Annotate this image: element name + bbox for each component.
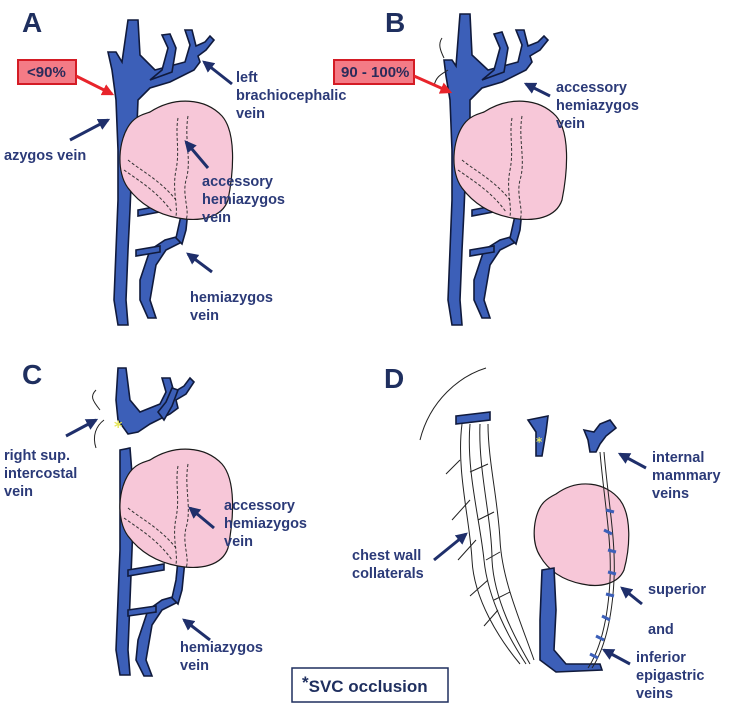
arrow <box>186 252 213 274</box>
label-superior: superior <box>648 582 706 598</box>
heart <box>453 100 568 221</box>
label-azygos-vein: azygos vein <box>4 148 86 164</box>
arrow <box>188 506 215 530</box>
label-accessory-hemiazygos-vein: accessory hemiazygos vein <box>224 498 311 550</box>
arrow <box>601 648 631 666</box>
arrow <box>184 140 210 169</box>
label-left-brachiocephalic-vein: left brachiocephalic vein <box>236 70 350 122</box>
label-inferior-epigastric-veins: inferior epigastric veins <box>636 650 709 702</box>
heart <box>119 100 234 221</box>
vein-ivc <box>539 567 604 673</box>
panel-c: C * right sup. intercostal vein accessor… <box>4 359 311 677</box>
label-hemiazygos-vein: hemiazygos vein <box>190 290 277 324</box>
label-chest-wall-collaterals: chest wall collaterals <box>352 548 425 582</box>
vein-stump <box>526 414 549 457</box>
arrow <box>182 618 211 642</box>
arrow <box>433 532 468 562</box>
arrow <box>523 82 551 98</box>
label-internal-mammary-veins: internal mammary veins <box>652 450 725 502</box>
panel-d: D * internal mammary veins <box>352 363 725 702</box>
legend-box <box>291 667 449 703</box>
arrow <box>617 452 647 470</box>
heart <box>533 483 630 587</box>
heart <box>119 448 234 569</box>
red-arrow <box>413 74 453 94</box>
panel-letter: C <box>22 359 42 390</box>
legend-label: *SVC occlusion <box>302 673 428 696</box>
vein-stump <box>582 419 618 453</box>
arrow <box>202 60 233 86</box>
panel-b: B 90 - 100% accessory hemiazygos vein <box>333 7 643 326</box>
panel-a: A <90% left brachiocephalic vein <box>4 7 350 326</box>
label-hemiazygos-vein: hemiazygos vein <box>180 640 267 674</box>
label-and: and <box>648 622 674 638</box>
red-arrow <box>75 74 115 96</box>
arrow <box>620 586 643 606</box>
percent-badge <box>17 59 77 85</box>
panel-letter: D <box>384 363 404 394</box>
arrow <box>69 118 111 142</box>
label-right-sup-intercostal-vein: right sup. intercostal vein <box>4 448 81 500</box>
legend: *SVC occlusion <box>291 667 449 703</box>
panel-letter: A <box>22 7 42 38</box>
percent-label: <90% <box>27 64 66 81</box>
label-accessory-hemiazygos-vein: accessory hemiazygos vein <box>556 80 643 132</box>
label-accessory-hemiazygos-vein: accessory hemiazygos vein <box>202 174 289 226</box>
asterisk-marker: * <box>536 435 543 449</box>
chest-wall-collaterals <box>445 411 535 665</box>
panel-letter: B <box>385 7 405 38</box>
asterisk-marker: * <box>114 417 123 436</box>
percent-badge <box>333 59 415 85</box>
percent-label: 90 - 100% <box>341 64 409 81</box>
arrow <box>65 418 99 438</box>
